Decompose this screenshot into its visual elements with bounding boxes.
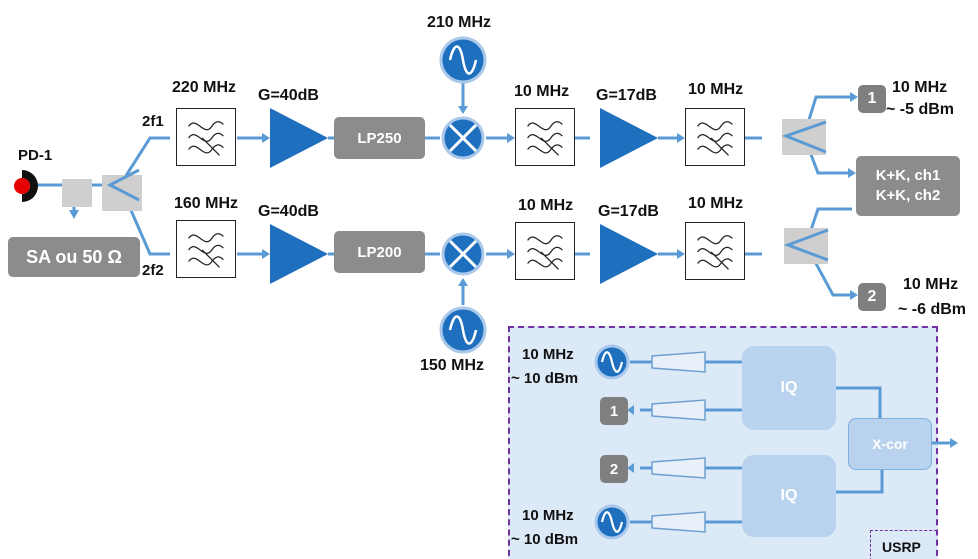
- bottom-bpf3-label: 10 MHz: [688, 195, 744, 212]
- top-bpf3-filter: [685, 108, 745, 166]
- top-mixer-icon: [441, 116, 485, 160]
- bottom-bpf1-label: 160 MHz: [174, 195, 239, 212]
- top-lo-oscillator-icon: [439, 36, 487, 84]
- usrp-ref-bottom-freq: 10 MHz: [522, 507, 574, 524]
- top-bpf1-label: 220 MHz: [172, 79, 237, 96]
- usrp-ref-top-power: ~ 10 dBm: [511, 370, 579, 387]
- usrp-port-2: 2: [600, 455, 628, 483]
- filter-icon: [527, 121, 563, 156]
- photodiode-icon: [14, 170, 38, 202]
- filter-icon: [697, 235, 733, 270]
- branch-label-bottom: 2f2: [142, 262, 164, 279]
- photodiode-label: PD-1: [18, 147, 53, 164]
- top-amp1-icon: [270, 108, 328, 168]
- top-output-freq: 10 MHz: [892, 79, 948, 96]
- usrp-port-1: 1: [600, 397, 628, 425]
- counter-line-2: K+K, ch2: [875, 187, 941, 204]
- usrp-ref-bottom-power: ~ 10 dBm: [511, 531, 579, 548]
- top-bpf1-filter: [176, 108, 236, 166]
- top-lo-label: 210 MHz: [427, 14, 492, 31]
- bottom-output-port: 2: [858, 283, 886, 311]
- top-lowpass-box: LP250: [334, 117, 425, 159]
- usrp-label-box: [870, 530, 937, 559]
- bottom-bpf2-label: 10 MHz: [518, 197, 574, 214]
- counter-line-1: K+K, ch1: [875, 166, 941, 184]
- bottom-bpf2-filter: [515, 222, 575, 280]
- counter-box: K+K, ch1 K+K, ch2: [856, 156, 960, 216]
- bottom-bpf3-filter: [685, 222, 745, 280]
- usrp-ref-top-freq: 10 MHz: [522, 346, 574, 363]
- usrp-ref-top-oscillator-icon: [594, 344, 630, 380]
- branch-label-top: 2f1: [142, 113, 164, 130]
- bottom-amp2-icon: [600, 224, 658, 284]
- filter-icon: [697, 121, 733, 156]
- top-bpf2-label: 10 MHz: [514, 83, 570, 100]
- top-amp2-icon: [600, 108, 658, 168]
- usrp-iq-top: IQ: [742, 346, 836, 430]
- sa-box: SA ou 50 Ω: [8, 237, 140, 277]
- top-output-port: 1: [858, 85, 886, 113]
- bottom-amp2-label: G=17dB: [598, 203, 659, 220]
- bottom-output-power: ~ -6 dBm: [898, 301, 967, 318]
- top-amp1-label: G=40dB: [258, 87, 319, 104]
- top-amp2-label: G=17dB: [596, 87, 657, 104]
- top-output-power: ~ -5 dBm: [886, 101, 955, 118]
- usrp-iq-bottom: IQ: [742, 455, 836, 537]
- filter-icon: [527, 235, 563, 270]
- bottom-mixer-icon: [441, 232, 485, 276]
- bottom-amp1-label: G=40dB: [258, 203, 319, 220]
- filter-icon: [188, 233, 224, 268]
- bottom-lo-oscillator-icon: [439, 306, 487, 354]
- usrp-label: USRP: [882, 539, 921, 555]
- filter-icon: [188, 121, 224, 156]
- bottom-bpf1-filter: [176, 220, 236, 278]
- bottom-output-freq: 10 MHz: [903, 276, 959, 293]
- top-bpf2-filter: [515, 108, 575, 166]
- top-bpf3-label: 10 MHz: [688, 81, 744, 98]
- bottom-lowpass-box: LP200: [334, 231, 425, 273]
- usrp-xcor-box: X-cor: [848, 418, 932, 470]
- bottom-amp1-icon: [270, 224, 328, 284]
- usrp-ref-bottom-oscillator-icon: [594, 504, 630, 540]
- bottom-lo-label: 150 MHz: [420, 357, 485, 374]
